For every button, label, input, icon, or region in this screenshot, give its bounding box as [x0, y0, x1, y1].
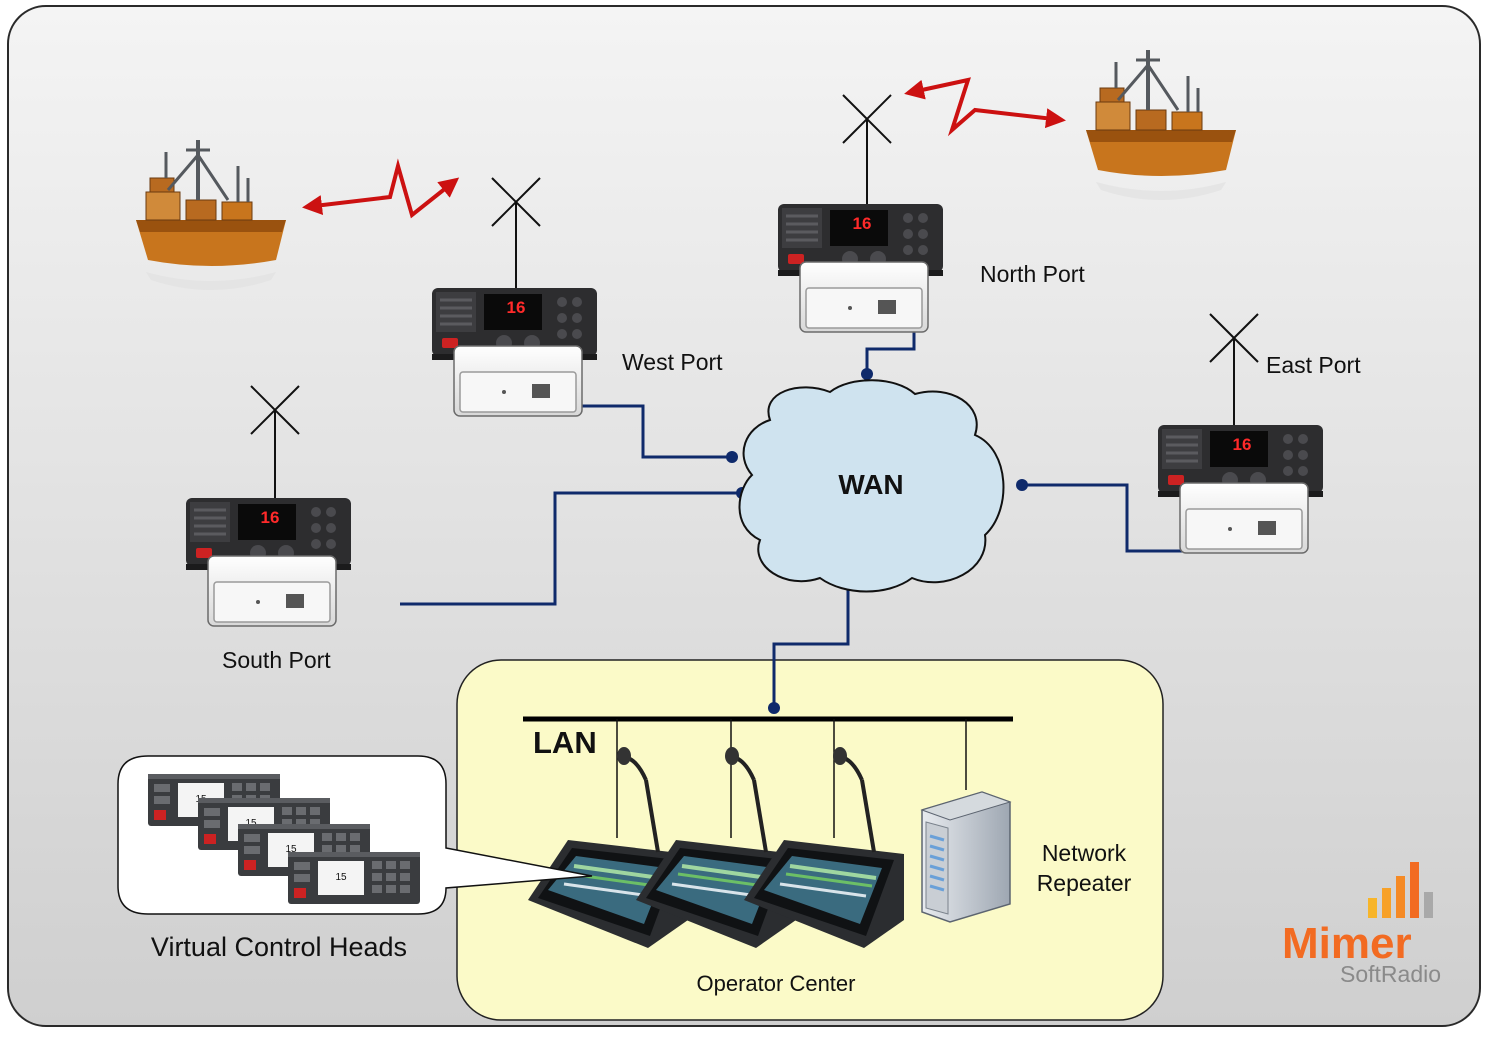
north-port-label: North Port — [980, 261, 1085, 287]
operator-center-label: Operator Center — [697, 971, 856, 996]
radio-unit-east: 16 — [1156, 423, 1325, 555]
radio-channel-display: 16 — [507, 298, 526, 317]
radio-wave-west — [302, 158, 460, 219]
svg-text:15: 15 — [245, 818, 257, 829]
wan-label: WAN — [838, 469, 903, 500]
east-port-label: East Port — [1266, 352, 1361, 378]
repeater-label-line2: Repeater — [1037, 870, 1132, 896]
radio-channel-display: 16 — [261, 508, 280, 527]
link-lan — [772, 584, 850, 708]
network-repeater-server — [920, 791, 1012, 923]
svg-text:15: 15 — [285, 844, 297, 855]
lan-drops — [616, 719, 967, 838]
link-north — [865, 322, 916, 374]
radio-unit-north: 16 — [776, 202, 945, 334]
radio-wave-north — [904, 77, 1066, 137]
link-west — [580, 404, 732, 459]
virtual-control-heads-label: Virtual Control Heads — [151, 932, 407, 962]
radio-unit-south: 16 — [184, 496, 353, 628]
virtual-control-head-4: 15 — [288, 852, 420, 904]
repeater-label-line1: Network — [1042, 840, 1127, 866]
svg-text:15: 15 — [335, 872, 347, 883]
wan-cloud — [738, 379, 1005, 593]
radio-channel-display: 16 — [1233, 435, 1252, 454]
radio-unit-west: 16 — [430, 286, 599, 418]
link-south — [400, 491, 742, 606]
virtual-control-head-2: 15 — [198, 798, 330, 850]
south-port-label: South Port — [222, 647, 331, 673]
radio-channel-display: 16 — [853, 214, 872, 233]
west-port-label: West Port — [622, 349, 723, 375]
virtual-control-head-3: 15 — [238, 824, 370, 876]
lan-label: LAN — [533, 725, 597, 760]
mimer-logo: Mimer SoftRadio — [1282, 862, 1441, 987]
logo-text: Mimer — [1282, 919, 1412, 968]
logo-subtext: SoftRadio — [1340, 961, 1441, 987]
